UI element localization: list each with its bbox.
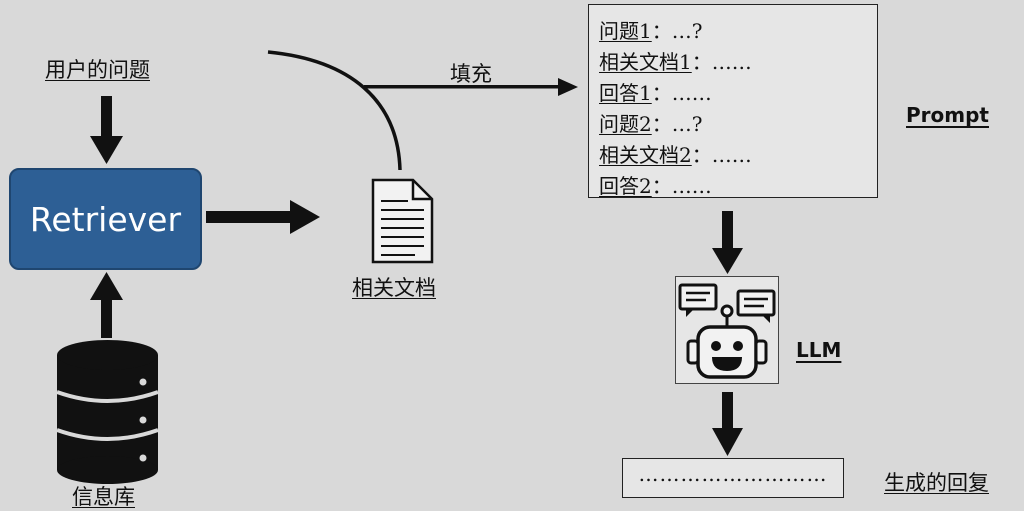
database-icon [56, 340, 159, 484]
chat-bubble-icon [736, 289, 776, 323]
arrow-retriever-to-doc [206, 200, 320, 234]
prompt-line-key: 相关文档1 [599, 50, 692, 74]
prompt-line: 相关文档1：…… [599, 46, 752, 75]
output-text: ……………………… [638, 462, 828, 486]
retriever-box: Retriever [9, 168, 202, 270]
prompt-line: 问题1：…? [599, 15, 702, 44]
fill-label: 填充 [450, 62, 492, 86]
prompt-line-value: ：…… [691, 143, 752, 167]
chat-bubble-icon [678, 283, 718, 317]
prompt-line: 相关文档2：…… [599, 139, 752, 168]
arrow-prompt-to-llm [712, 211, 743, 274]
robot-icon [678, 283, 776, 379]
arrow-llm-to-output [712, 392, 743, 456]
prompt-label: Prompt [906, 103, 989, 127]
curve-doc-to-prompt [267, 50, 402, 171]
prompt-line: 回答1：…… [599, 77, 712, 106]
prompt-line: 问题2：…? [599, 108, 702, 137]
prompt-line-key: 问题1 [599, 19, 652, 43]
prompt-line-value: ：…… [651, 174, 712, 198]
prompt-line-key: 问题2 [599, 112, 652, 136]
prompt-line-value: ：…? [651, 112, 703, 136]
database-label: 信息库 [72, 485, 135, 509]
prompt-line-value: ：…… [691, 50, 752, 74]
document-icon [371, 178, 434, 264]
generated-reply-label: 生成的回复 [884, 471, 989, 495]
llm-label: LLM [796, 338, 842, 362]
output-box: ……………………… [622, 458, 844, 498]
prompt-line-key: 相关文档2 [599, 143, 692, 167]
prompt-line-value: ：…? [651, 19, 703, 43]
arrow-fill-to-prompt [364, 78, 578, 96]
arrow-database-to-retriever [90, 272, 123, 338]
prompt-line: 回答2：…… [599, 170, 712, 199]
prompt-line-value: ：…… [651, 81, 712, 105]
prompt-line-key: 回答1 [599, 81, 652, 105]
prompt-box: 问题1：…? 相关文档1：…… 回答1：…… 问题2：…? 相关文档2：…… 回… [588, 4, 878, 198]
user-question-label: 用户的问题 [45, 58, 150, 82]
llm-box [675, 276, 779, 384]
related-docs-label: 相关文档 [352, 276, 436, 300]
prompt-line-key: 回答2 [599, 174, 652, 198]
arrow-question-to-retriever [90, 96, 123, 164]
retriever-label: Retriever [29, 200, 182, 239]
